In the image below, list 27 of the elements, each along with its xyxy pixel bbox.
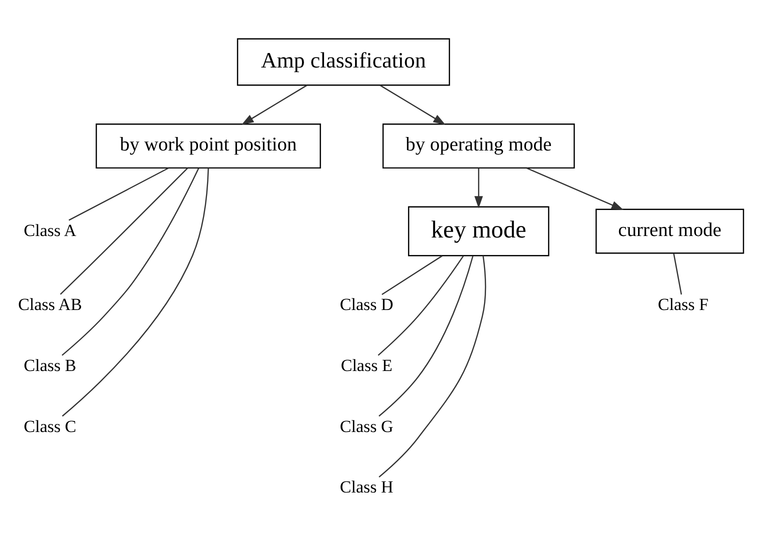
node-text: Class B	[24, 355, 76, 374]
connector	[378, 255, 486, 478]
node-text: Class H	[340, 477, 394, 496]
node-box: by work point position	[96, 123, 321, 168]
connector	[62, 167, 200, 356]
arrow	[242, 84, 308, 124]
node-text: Class G	[340, 416, 394, 436]
node-text: Class F	[658, 294, 709, 314]
node-box: current mode	[596, 208, 744, 254]
connector	[68, 167, 169, 220]
connector	[62, 168, 209, 416]
node-text: Class AB	[18, 294, 82, 314]
connector	[382, 254, 443, 294]
node-box: by operating mode	[382, 123, 575, 168]
connector	[378, 255, 474, 416]
node-text: Class A	[24, 220, 76, 240]
arrow	[526, 167, 624, 210]
connector	[60, 167, 188, 294]
node-text: Class D	[340, 294, 394, 314]
connector	[673, 252, 682, 294]
node-text: Class E	[340, 355, 392, 374]
arrow	[474, 168, 483, 208]
node-text: Class C	[24, 416, 76, 436]
arrow	[380, 84, 446, 124]
connector	[378, 254, 464, 356]
node-box: Amp classification	[236, 38, 450, 86]
node-box: key mode	[408, 206, 550, 256]
